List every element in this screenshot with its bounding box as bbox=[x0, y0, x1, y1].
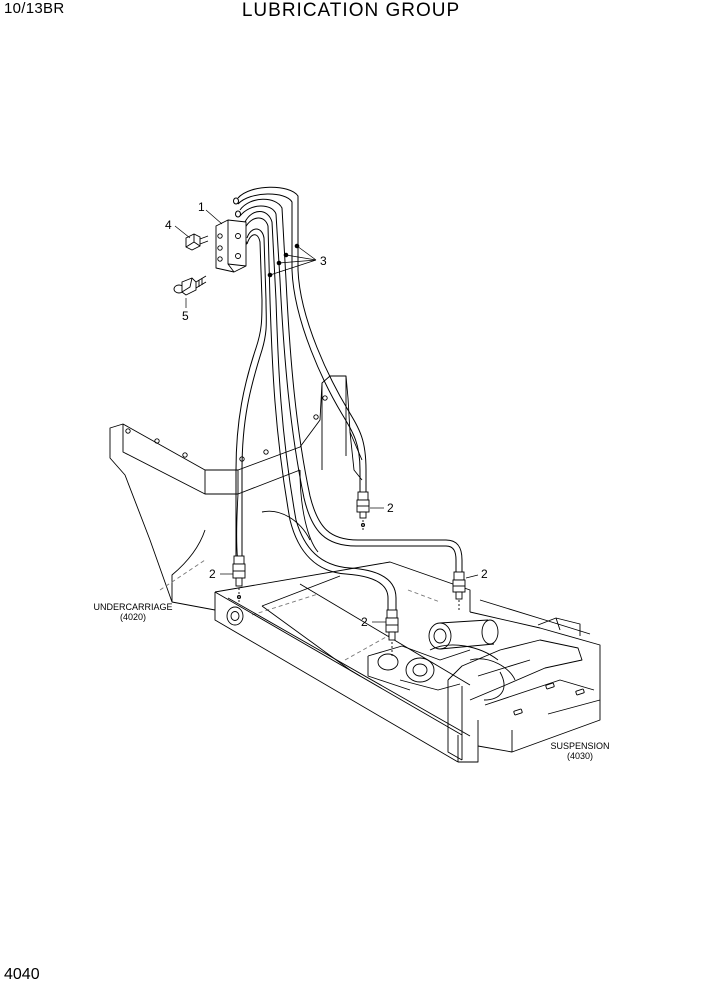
grease-fitting-left bbox=[232, 555, 246, 602]
undercarriage-label: UNDERCARRIAGE bbox=[93, 602, 172, 612]
callout-1: 1 bbox=[198, 200, 205, 214]
callout-3: 3 bbox=[320, 254, 327, 268]
bolt-5 bbox=[173, 275, 207, 296]
suspension-label: SUSPENSION bbox=[550, 741, 609, 751]
lube-hoses bbox=[233, 186, 463, 610]
grease-fitting-right bbox=[452, 571, 466, 612]
callout-leaders bbox=[174, 209, 479, 623]
model-code: 10/13BR bbox=[4, 0, 65, 17]
callout-2-center: 2 bbox=[361, 615, 368, 629]
page-number: 4040 bbox=[4, 966, 40, 983]
page-title: LUBRICATION GROUP bbox=[241, 0, 461, 21]
hose-marker-dots bbox=[267, 243, 300, 278]
undercarriage-frame bbox=[109, 375, 479, 763]
callout-5: 5 bbox=[182, 309, 189, 323]
grease-fitting-upper bbox=[356, 491, 370, 530]
callout-4: 4 bbox=[165, 218, 172, 232]
hose-clamp bbox=[215, 219, 247, 273]
callout-2-left: 2 bbox=[209, 567, 216, 581]
bolt-4 bbox=[185, 233, 209, 251]
suspension-code: (4030) bbox=[567, 751, 593, 761]
undercarriage-code: (4020) bbox=[120, 612, 146, 622]
suspension-assembly bbox=[344, 589, 601, 761]
callout-2-upper: 2 bbox=[387, 501, 394, 515]
callout-2-right: 2 bbox=[481, 567, 488, 581]
grease-fitting-center bbox=[385, 609, 399, 656]
